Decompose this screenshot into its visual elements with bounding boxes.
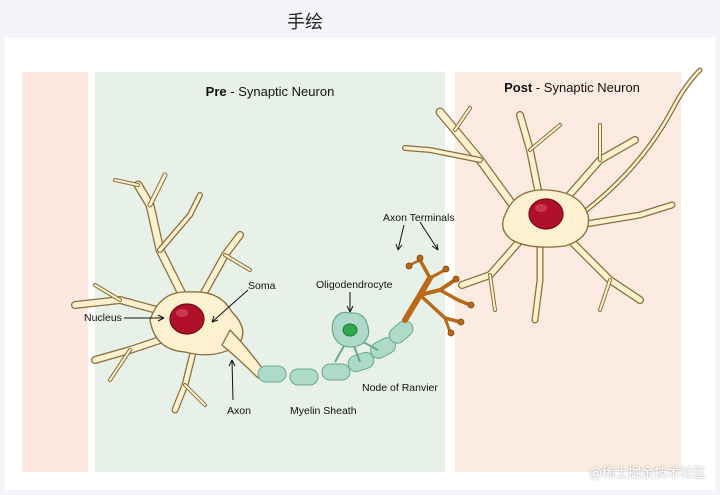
left-strip-panel bbox=[22, 72, 88, 472]
pre-synaptic-title: Pre - Synaptic Neuron bbox=[206, 84, 335, 99]
watermark: @稀土掘金技术社区 bbox=[589, 462, 706, 481]
label-oligodendrocyte: Oligodendrocyte bbox=[316, 279, 393, 291]
pre-synaptic-panel bbox=[95, 72, 445, 472]
label-axon: Axon bbox=[227, 405, 251, 417]
pre-nucleus bbox=[170, 304, 204, 334]
post-nucleus bbox=[529, 199, 563, 229]
label-myelin-sheath: Myelin Sheath bbox=[290, 405, 357, 417]
label-nucleus: Nucleus bbox=[84, 312, 122, 324]
label-soma: Soma bbox=[248, 280, 276, 292]
label-axon-terminals: Axon Terminals bbox=[383, 212, 455, 224]
post-synaptic-title: Post - Synaptic Neuron bbox=[504, 80, 640, 95]
label-node-of-ranvier: Node of Ranvier bbox=[362, 382, 438, 394]
